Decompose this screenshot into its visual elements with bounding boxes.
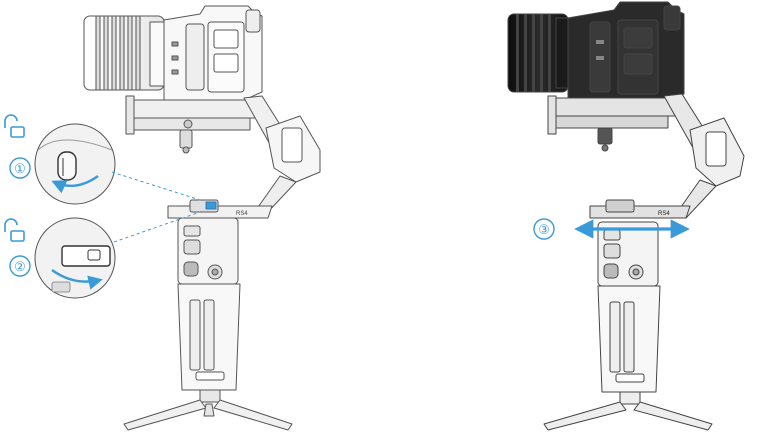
camera-body-left [163,5,263,101]
roll-arm-right [663,93,745,219]
lens-right [507,13,573,93]
step-1-label: ① [14,161,26,176]
tilt-plate-left [125,95,259,154]
tripod-left [123,389,293,431]
gimbal-left: RS4 [83,5,321,431]
handle-left [177,217,241,391]
inset-lever [34,217,116,299]
gimbal-right: RS4 [507,1,745,431]
step-3-label: ③ [538,222,550,237]
base-plate-right: RS4 [589,199,691,219]
roll-arm-left [243,95,321,215]
step-badge-2: ② [9,255,31,277]
model-mark-right: RS4 [658,211,670,217]
step-2-label: ② [14,259,26,274]
curved-arrow-icon [51,269,103,290]
tripod-right [543,391,713,431]
step-badge-3: ③ [533,218,555,240]
unlock-icon [4,218,25,242]
model-mark-left: RS4 [236,211,248,217]
lens-left [83,15,167,91]
handle-right [597,221,661,393]
step-badge-1: ① [9,157,31,179]
tilt-plate-right [547,95,679,152]
unlock-icon [4,114,25,138]
curved-arrow-icon [51,175,99,194]
base-plate-left: RS4 [167,199,273,219]
camera-body-right [567,1,685,103]
inset-knob [34,123,116,205]
